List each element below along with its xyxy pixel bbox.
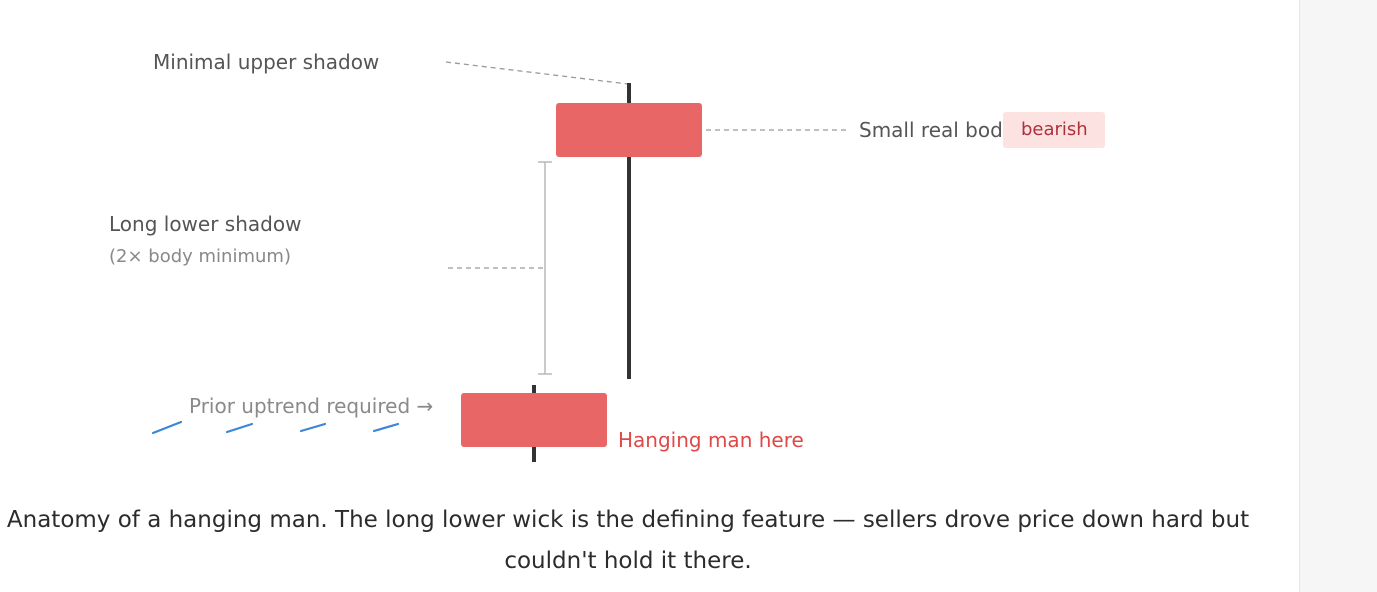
lower-shadow-note: (2× body minimum) bbox=[109, 246, 291, 267]
upper-shadow-leader-line bbox=[445, 61, 629, 85]
lower-shadow-bracket bbox=[538, 161, 552, 375]
hanging-man-body bbox=[556, 103, 702, 157]
real-body-label: Small real body bbox=[859, 118, 1015, 142]
side-panel bbox=[1299, 0, 1377, 592]
hanging-man-diagram bbox=[151, 61, 848, 462]
hanging-man-label: Hanging man here bbox=[618, 428, 804, 452]
lower-shadow-label: Long lower shadow bbox=[109, 212, 302, 236]
uptrend-line bbox=[151, 420, 400, 435]
upper-shadow-label: Minimal upper shadow bbox=[153, 50, 380, 74]
article-content: Minimal upper shadow Small real body bea… bbox=[6, 50, 1250, 574]
bearish-badge: bearish bbox=[1003, 112, 1105, 148]
figure-caption: Anatomy of a hanging man. The long lower… bbox=[6, 507, 1250, 574]
prior-candle-body bbox=[461, 393, 607, 447]
prior-uptrend-label: Prior uptrend required → bbox=[189, 394, 434, 418]
